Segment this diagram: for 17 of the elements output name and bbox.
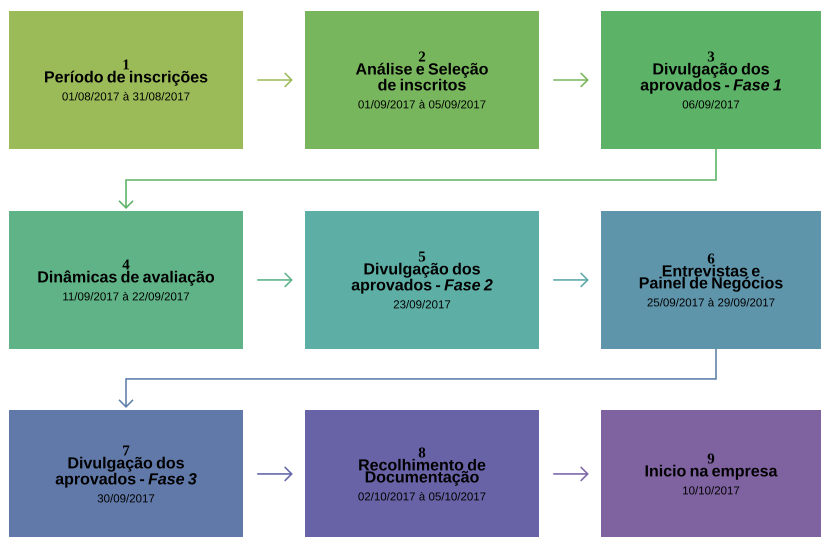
arrow [257, 72, 293, 88]
process-box: 7 Divulgação dos aprovados - Fase 3 30/09/2017 [9, 410, 243, 537]
arrow [257, 272, 293, 288]
process-box: 8 Recolhimento de Documentação 02/10/2017 à 05/10/2017 [305, 410, 539, 537]
arrow [553, 272, 589, 288]
process-box: 1 Período de inscrições 01/08/2017 à 31/08/2017 [9, 11, 243, 149]
process-box: 9 Inicio na empresa 10/10/2017 [601, 410, 821, 537]
arrow [553, 466, 589, 482]
process-box: 2 Análise e Seleção de inscritos 01/09/2017 à 05/09/2017 [305, 11, 539, 149]
arrow [257, 466, 293, 482]
arrow [118, 148, 717, 209]
process-box: 5 Divulgação dos aprovados - Fase 2 23/09/2017 [305, 210, 539, 349]
process-box: 6 Entrevistas e Painel de Negócios 25/09/2017 à 29/09/2017 [601, 210, 821, 349]
process-box: 3 Divulgação dos aprovados - Fase 1 06/09/2017 [601, 11, 821, 149]
arrow [553, 72, 589, 88]
process-box: 4 Dinâmicas de avaliação 11/09/2017 à 22/09/2017 [9, 210, 243, 349]
arrow [118, 349, 717, 408]
